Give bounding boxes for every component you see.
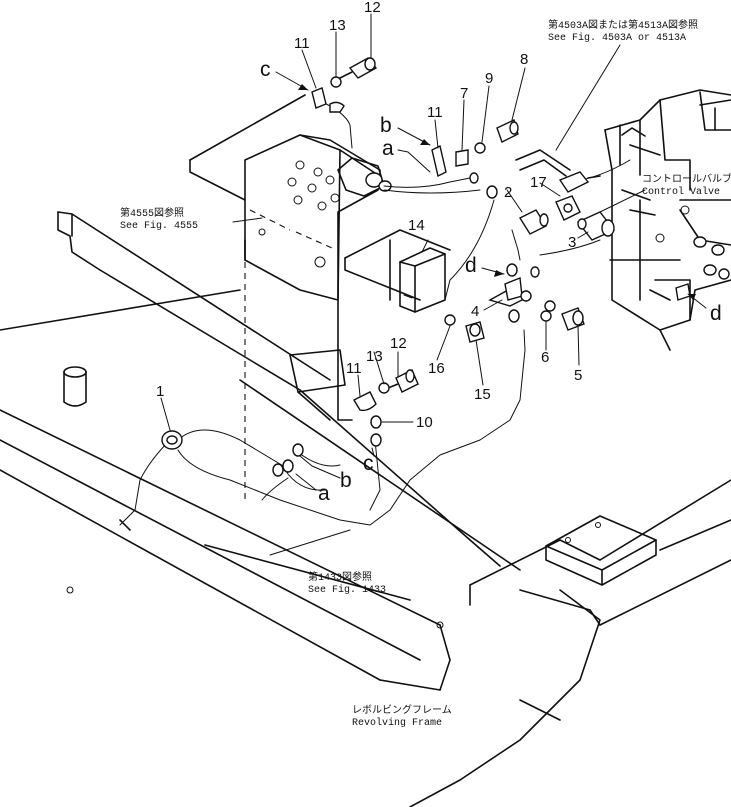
connector-d-mid <box>506 263 518 277</box>
label-part-11-mid: 11 <box>427 104 443 121</box>
ref-fig-4555-jp: 第4555図参照 <box>120 206 184 220</box>
letter-c-top: c <box>260 58 271 81</box>
small-parts <box>161 57 691 477</box>
bolt-5 <box>561 307 585 331</box>
label-part-5: 5 <box>574 367 582 384</box>
sensor-2 <box>518 209 549 235</box>
connector-d-right <box>675 283 691 301</box>
label-part-9: 9 <box>485 70 493 87</box>
part-labels: 12 13 11 8 9 7 11 2 17 3 14 4 6 5 16 15 … <box>156 0 582 431</box>
ref-fig-1433-jp: 第1433図参照 <box>308 570 372 584</box>
clamp-11-low <box>353 391 377 412</box>
label-part-10: 10 <box>416 414 433 431</box>
label-part-15: 15 <box>474 386 491 403</box>
washer-13-top <box>330 76 342 88</box>
label-part-12-low: 12 <box>390 335 407 352</box>
switch-3 <box>576 211 616 241</box>
bolt-15 <box>465 321 485 343</box>
bolt-12-low <box>387 369 419 393</box>
letter-labels: c b a d d c b a <box>260 58 722 505</box>
dashed-reference-line-2 <box>249 209 291 231</box>
label-part-3: 3 <box>568 234 576 251</box>
connector-10 <box>370 415 382 429</box>
label-part-14: 14 <box>408 217 425 234</box>
dashed-reference-line-3 <box>295 231 333 249</box>
label-part-2: 2 <box>504 184 512 201</box>
washer-6 <box>540 310 552 322</box>
label-part-12-top: 12 <box>364 0 381 16</box>
revolving-frame <box>0 211 731 807</box>
bolt-8 <box>496 119 519 143</box>
label-part-13-top: 13 <box>329 17 346 34</box>
ref-fig-4503-jp: 第4503A図または第4513A図参照 <box>548 18 698 32</box>
washer-16 <box>444 314 456 326</box>
fitting-17 <box>555 171 601 221</box>
reference-notes: 第4503A図または第4513A図参照 See Fig. 4503A or 45… <box>120 18 731 729</box>
label-part-11-top: 11 <box>294 35 310 52</box>
bolt-12-top <box>339 57 378 79</box>
label-part-8: 8 <box>520 51 528 68</box>
ref-control-valve-en: Control Valve <box>642 186 720 198</box>
clamp-11-top <box>311 87 327 109</box>
letter-d-right: d <box>710 302 722 325</box>
ref-fig-4503-en: See Fig. 4503A or 4513A <box>548 32 686 44</box>
letter-a-low: a <box>318 482 330 505</box>
label-part-13-low: 13 <box>366 348 383 365</box>
ref-revolving-frame-en: Revolving Frame <box>352 717 442 729</box>
letter-b-top: b <box>380 114 392 137</box>
ref-revolving-frame-jp: レボルビングフレーム <box>352 703 452 717</box>
label-part-7: 7 <box>460 85 468 102</box>
ref-fig-1433-en: See Fig. 1433 <box>308 584 386 596</box>
label-part-4: 4 <box>471 303 479 320</box>
label-part-16: 16 <box>428 360 445 377</box>
clip-7 <box>455 149 469 167</box>
label-part-11-low: 11 <box>346 360 362 377</box>
letter-d-mid: d <box>465 254 477 277</box>
letter-b-low: b <box>340 469 352 492</box>
leader-lines <box>160 13 707 556</box>
grommet-1 <box>161 430 183 450</box>
letter-c-low: c <box>363 452 374 475</box>
ref-fig-4555-en: See Fig. 4555 <box>120 220 198 232</box>
wire-harness <box>119 99 631 526</box>
label-part-17: 17 <box>530 174 547 191</box>
ref-control-valve-jp: コントロールバルブ <box>642 172 731 186</box>
letter-a-top: a <box>382 137 394 160</box>
washer-9 <box>474 142 486 154</box>
clamp-11-mid <box>431 144 447 178</box>
washer-6-top <box>544 300 556 312</box>
label-part-6: 6 <box>541 349 549 366</box>
label-part-1: 1 <box>156 383 164 400</box>
